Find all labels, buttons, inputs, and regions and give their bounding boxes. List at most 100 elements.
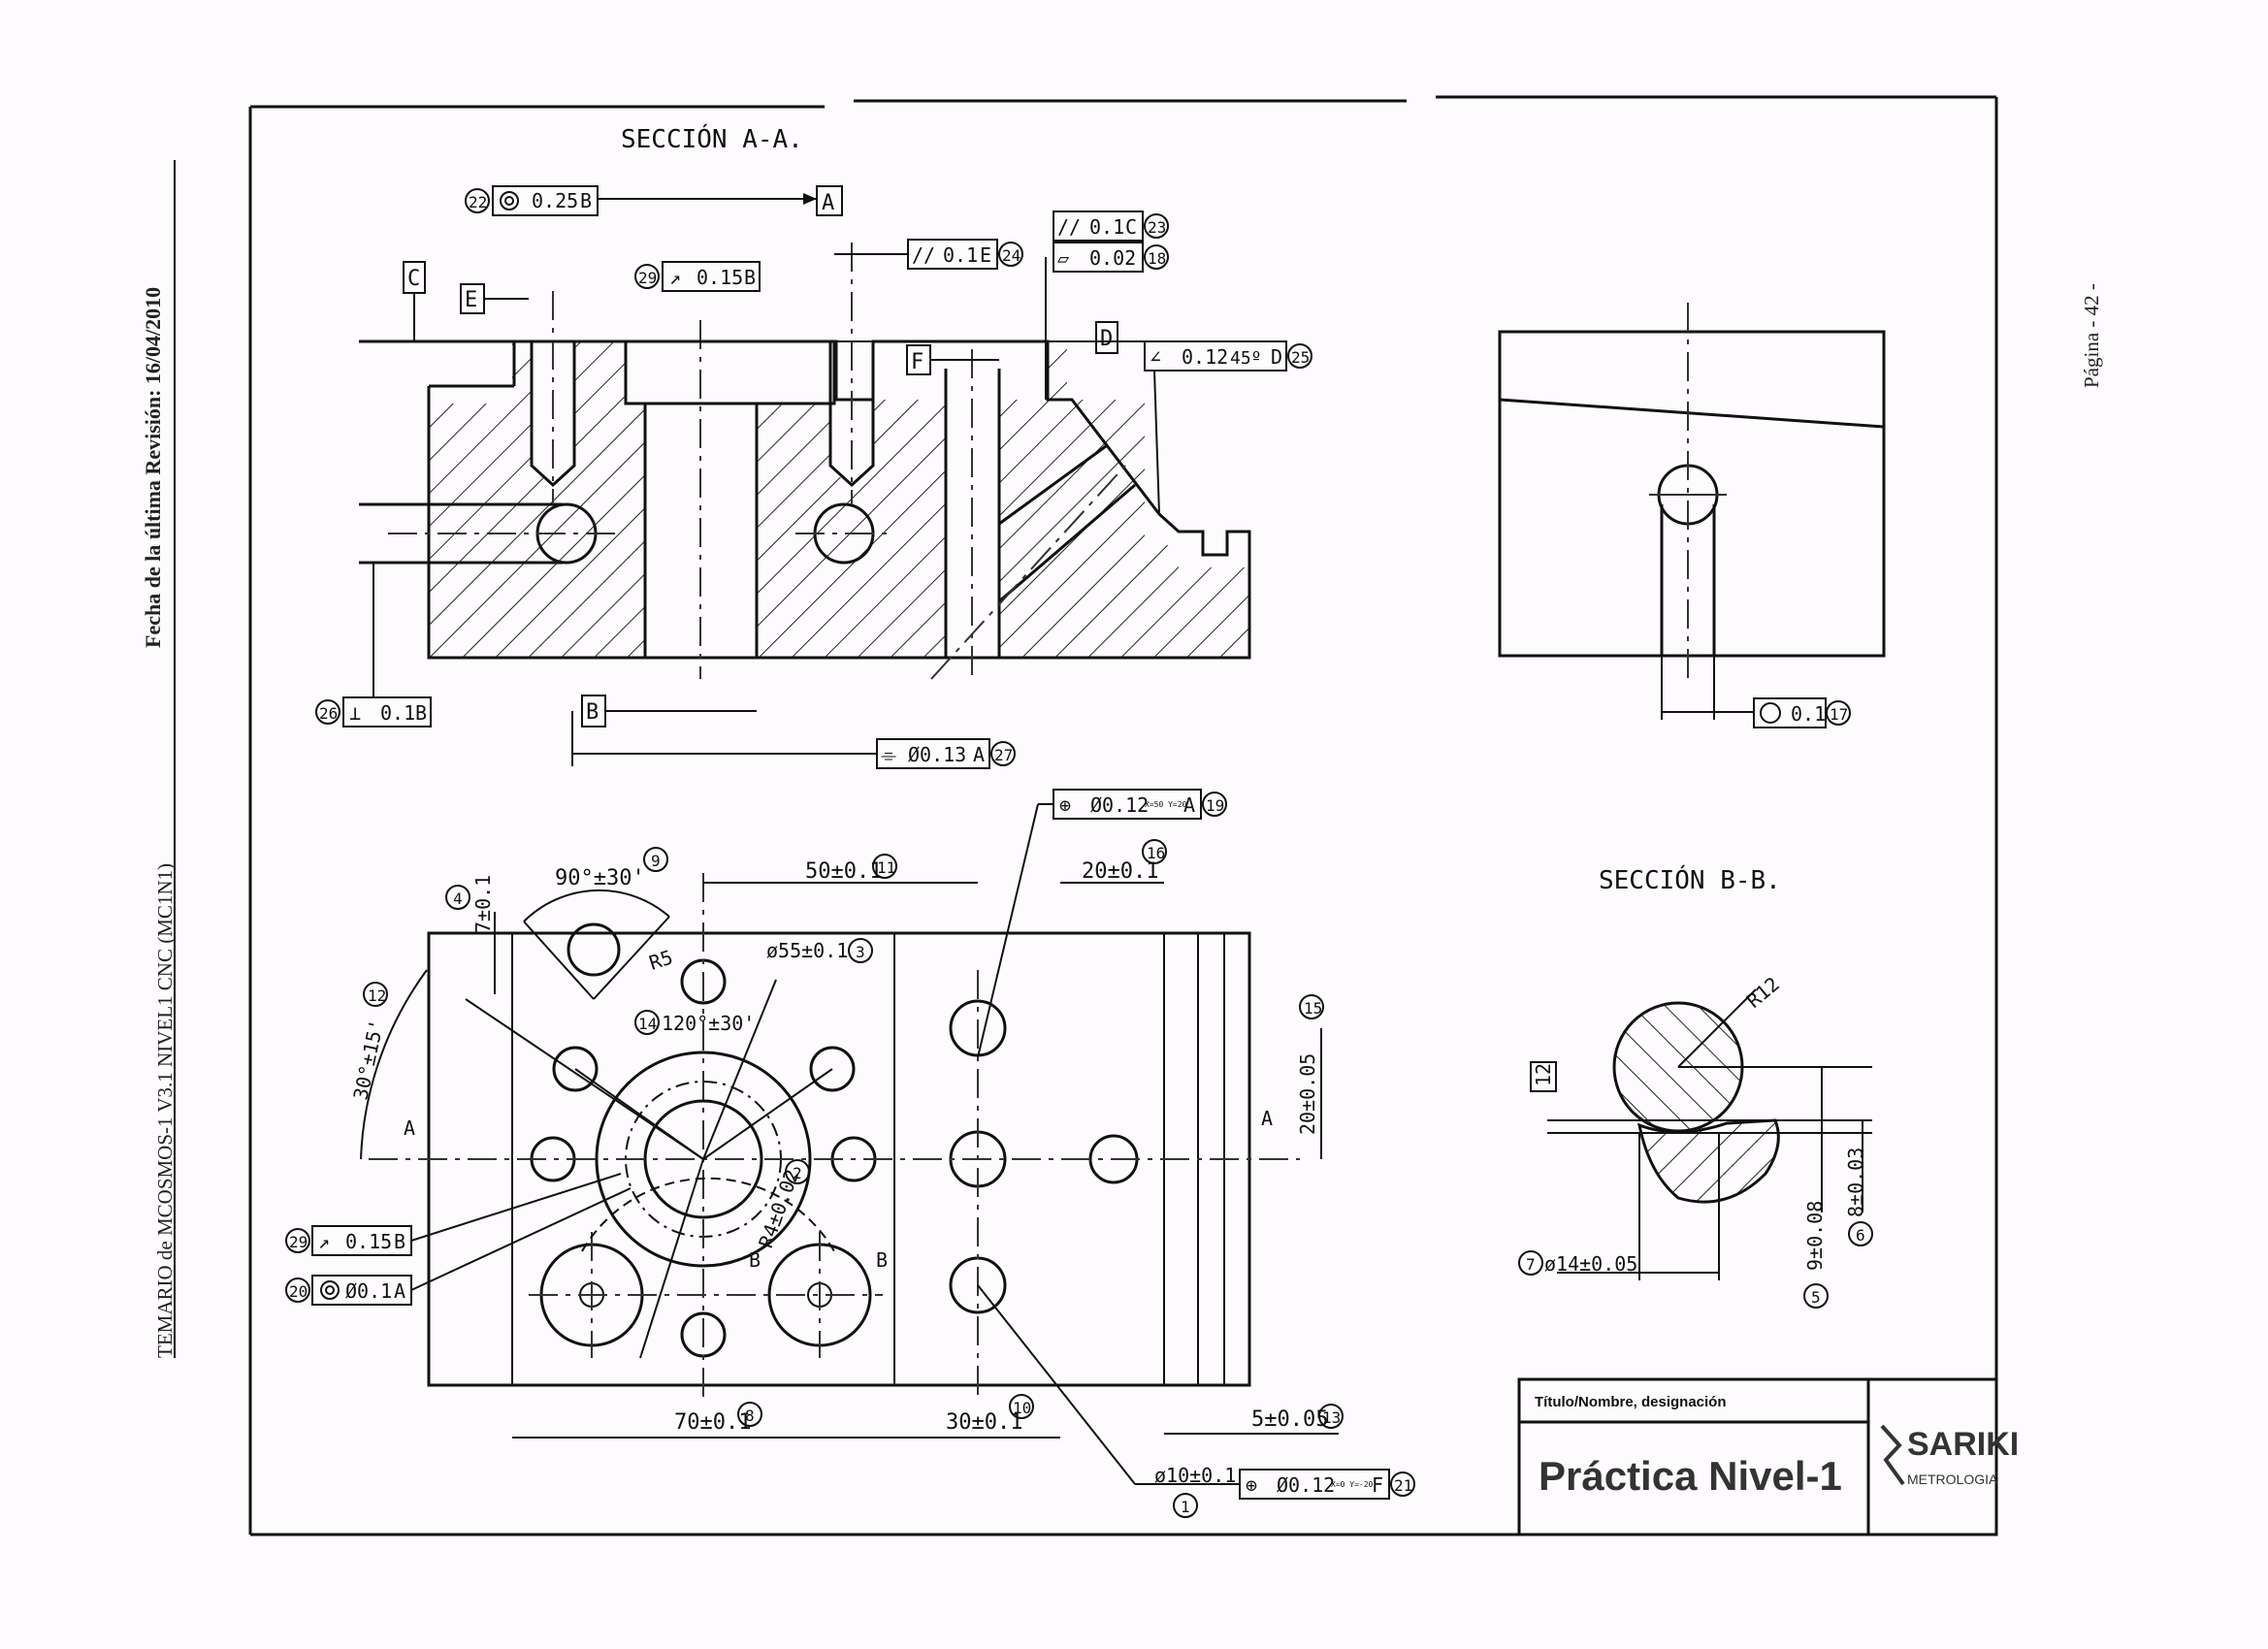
svg-text:C: C xyxy=(407,267,420,291)
svg-text:21: 21 xyxy=(1394,1476,1412,1495)
svg-text://: // xyxy=(1057,215,1081,239)
svg-text:ø10±0.1: ø10±0.1 xyxy=(1154,1464,1236,1487)
svg-text:6: 6 xyxy=(1856,1226,1865,1245)
side-view xyxy=(1498,303,1886,720)
svg-text:16: 16 xyxy=(1147,844,1165,862)
dimension-4: 4 7±0.1 xyxy=(445,875,496,994)
svg-text:26: 26 xyxy=(319,704,338,723)
svg-text:X=0 Y=-20: X=0 Y=-20 xyxy=(1331,1480,1374,1489)
front-view xyxy=(369,873,1300,1397)
svg-text:25: 25 xyxy=(1291,348,1310,367)
section-b-marker-left: B xyxy=(749,1248,761,1272)
datum-a-flag: A xyxy=(597,185,843,216)
svg-text:4: 4 xyxy=(453,889,463,908)
dimension-14: 14 120°±30' xyxy=(634,1010,755,1035)
datum-e-flag: E xyxy=(460,283,529,314)
svg-text:D: D xyxy=(1271,345,1282,369)
svg-text:27: 27 xyxy=(994,746,1013,764)
svg-text:10: 10 xyxy=(1013,1399,1031,1417)
svg-text:⌯: ⌯ xyxy=(881,743,896,766)
dimension-5: 9±0.08 5 xyxy=(1803,1201,1829,1309)
svg-text:R5: R5 xyxy=(646,945,675,974)
svg-text:14: 14 xyxy=(638,1015,657,1033)
section-bb-title: SECCIÓN B-B. xyxy=(1599,864,1781,895)
svg-text:ø14±0.05: ø14±0.05 xyxy=(1544,1252,1637,1276)
svg-text:D: D xyxy=(1100,327,1113,351)
fcf-runout-29: 29 ↗ 0.15 B xyxy=(634,261,761,292)
dimension-10: 30±0.1 10 xyxy=(894,1394,1060,1439)
dimension-1: ø10±0.1 1 xyxy=(1154,1464,1236,1518)
svg-text:1: 1 xyxy=(1181,1498,1190,1516)
svg-text:↗: ↗ xyxy=(318,1230,330,1253)
fcf-concentricity-20: 20 Ø0.1 A xyxy=(285,1187,632,1306)
fcf-symmetry-27: ⌯ Ø0.13 A 27 xyxy=(571,711,1016,769)
svg-text:ø55±0.1: ø55±0.1 xyxy=(766,939,848,962)
section-bb-view: SECCIÓN B-B. 12 xyxy=(1530,864,1872,1280)
svg-text:8±0.03: 8±0.03 xyxy=(1844,1148,1867,1217)
logo-subtitle: METROLOGIA xyxy=(1907,1471,1998,1487)
svg-text:7: 7 xyxy=(1526,1255,1536,1274)
svg-text:20±0.1: 20±0.1 xyxy=(1082,859,1158,884)
dimension-13: 5±0.05 13 xyxy=(1164,1404,1344,1435)
svg-text:45º: 45º xyxy=(1230,348,1262,369)
drawing-title: Práctica Nivel-1 xyxy=(1539,1453,1842,1499)
fcf-position-21: ⊕ Ø0.12 X=0 Y=-20 F 21 xyxy=(977,1284,1415,1500)
svg-text:3: 3 xyxy=(856,943,865,961)
svg-text:B: B xyxy=(586,700,599,725)
dimension-r5: R5 xyxy=(646,945,675,974)
svg-text:X=50 Y=20: X=50 Y=20 xyxy=(1145,800,1187,809)
svg-text:Ø0.12: Ø0.12 xyxy=(1277,1473,1335,1497)
svg-text:18: 18 xyxy=(1148,249,1166,268)
dimension-16: 20±0.1 16 xyxy=(1060,839,1167,884)
dimension-r12: R12 xyxy=(1742,972,1784,1013)
svg-text:70±0.1: 70±0.1 xyxy=(674,1410,751,1435)
svg-text:C: C xyxy=(1125,215,1137,239)
svg-text:8: 8 xyxy=(745,1406,755,1425)
svg-text:A: A xyxy=(394,1279,405,1303)
svg-text:12: 12 xyxy=(1532,1063,1555,1086)
svg-text:23: 23 xyxy=(1148,218,1166,237)
svg-text:A: A xyxy=(822,191,834,215)
fcf-circularity-17: 0.1 17 xyxy=(1753,697,1851,728)
fcf-concentricity-22: 22 0.25 B xyxy=(465,185,599,216)
svg-text:∠: ∠ xyxy=(1150,345,1161,369)
svg-text:A: A xyxy=(1183,793,1195,817)
title-block: Título/Nombre, designación Práctica Nive… xyxy=(1517,1377,2019,1536)
datum-f-flag: F xyxy=(906,344,999,375)
logo-name: SARIKI xyxy=(1907,1426,2019,1463)
section-aa-title: SECCIÓN A-A. xyxy=(621,123,803,154)
svg-text:B: B xyxy=(394,1230,405,1253)
svg-text:↗: ↗ xyxy=(669,266,681,289)
logo-mark xyxy=(1880,1424,1905,1486)
drawing-frame xyxy=(174,95,1998,1536)
svg-text:29: 29 xyxy=(638,269,657,287)
dimension-15: 15 20±0.05 xyxy=(1296,994,1324,1159)
svg-text:22: 22 xyxy=(469,193,487,211)
svg-text:E: E xyxy=(465,288,477,312)
svg-text:Ø0.1: Ø0.1 xyxy=(345,1279,392,1303)
svg-text:15: 15 xyxy=(1304,999,1322,1018)
svg-text:B: B xyxy=(744,266,756,289)
svg-text:5±0.05: 5±0.05 xyxy=(1251,1407,1328,1432)
svg-text:0.15: 0.15 xyxy=(345,1230,392,1253)
svg-text://: // xyxy=(912,243,935,267)
svg-text:9±0.08: 9±0.08 xyxy=(1803,1201,1827,1271)
svg-text:0.1: 0.1 xyxy=(943,243,978,267)
datum-d-flag: D xyxy=(1095,321,1118,354)
fcf-runout-29-front: 29 ↗ 0.15 B xyxy=(285,1173,622,1256)
svg-text:30°±15': 30°±15' xyxy=(348,1018,388,1102)
section-a-marker-right: A xyxy=(1261,1107,1273,1130)
svg-text:12: 12 xyxy=(368,986,386,1005)
svg-text:0.15: 0.15 xyxy=(697,266,743,289)
svg-text:13: 13 xyxy=(1322,1408,1341,1427)
svg-text:29: 29 xyxy=(289,1233,308,1251)
svg-text:B: B xyxy=(415,701,427,725)
section-aa-view: SECCIÓN A-A. xyxy=(291,123,1251,680)
svg-text:17: 17 xyxy=(1830,705,1848,724)
svg-text:0.1: 0.1 xyxy=(1089,215,1124,239)
fcf-parallelism-23: // 0.1 C 23 xyxy=(1053,210,1169,242)
svg-text:50±0.1: 50±0.1 xyxy=(805,859,882,884)
svg-text:0.1: 0.1 xyxy=(380,701,415,725)
datum-c-flag: C xyxy=(403,261,426,341)
